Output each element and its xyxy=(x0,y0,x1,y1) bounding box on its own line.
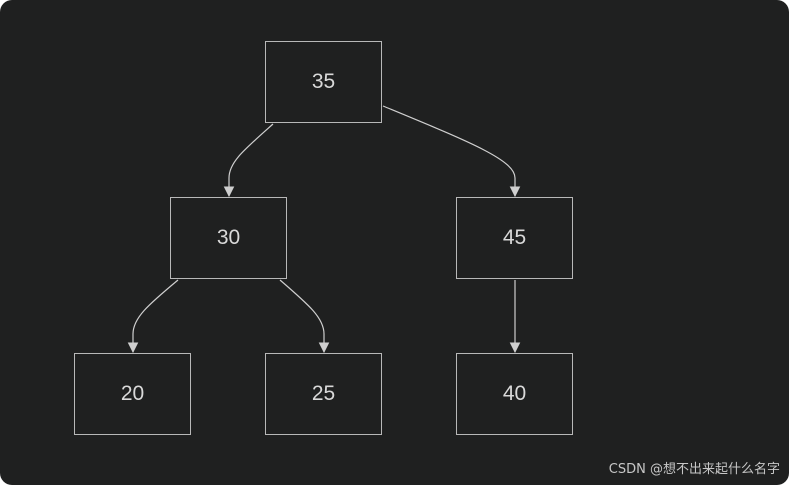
node-30-label: 30 xyxy=(216,226,241,249)
node-35-label: 35 xyxy=(311,70,336,93)
node-40-label: 40 xyxy=(502,382,527,405)
node-35: 35 xyxy=(265,41,382,123)
edge-30-25 xyxy=(279,279,330,354)
edge-35-30 xyxy=(223,123,274,198)
node-45: 45 xyxy=(456,197,573,279)
node-20-label: 20 xyxy=(120,382,145,405)
csdn-watermark: CSDN @想不出来起什么名字 xyxy=(608,462,780,477)
node-25-label: 25 xyxy=(311,382,336,405)
edge-35-45 xyxy=(382,105,521,198)
edge-30-20 xyxy=(127,279,179,354)
node-20: 20 xyxy=(74,353,191,435)
node-25: 25 xyxy=(265,353,382,435)
node-45-label: 45 xyxy=(502,226,527,249)
node-40: 40 xyxy=(456,353,573,435)
node-30: 30 xyxy=(170,197,287,279)
